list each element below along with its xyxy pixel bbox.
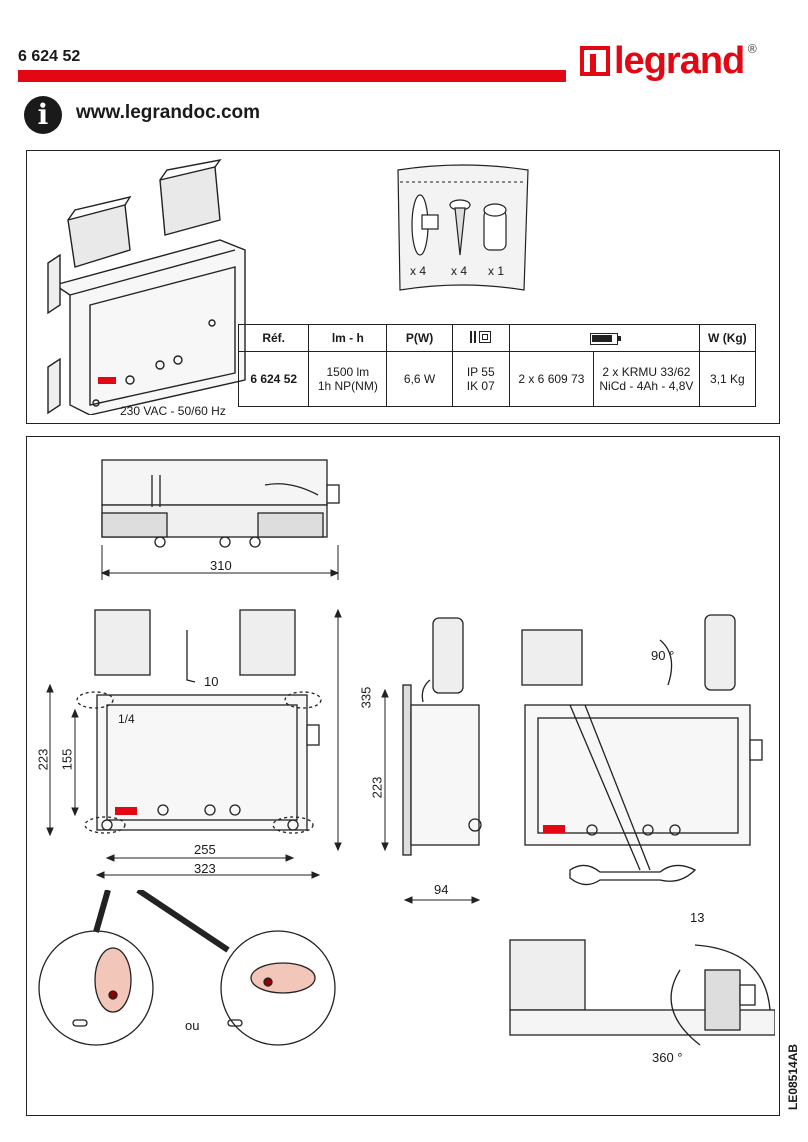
cell-power: 6,6 W (386, 351, 453, 407)
spec-header-row: Réf. lm - h P(W) W (Kg) (237, 324, 757, 352)
lumen-line2: 1h NP(NM) (317, 379, 378, 393)
header-power: P(W) (386, 324, 453, 352)
document-id: LE08514AB (786, 1043, 800, 1110)
dim-height-inner: 155 (59, 748, 75, 771)
or-label: ou (185, 1018, 200, 1033)
logo-wordmark: legrand (614, 40, 745, 82)
dim-height-body: 223 (35, 748, 51, 771)
product-iso-drawing (47, 158, 246, 415)
overview-panel (26, 150, 780, 424)
dim-cable-length: 10 (204, 674, 219, 689)
dim-rotate-full: 360 ° (652, 1050, 683, 1065)
header-lumen: lm - h (308, 324, 388, 352)
voltage-label: 230 VAC - 50/60 Hz (120, 404, 226, 418)
ip-line2: IK 07 (466, 379, 495, 393)
head-rotation-drawing (509, 939, 775, 1046)
header-class-ii (451, 324, 510, 352)
qty-screw: x 4 (451, 264, 468, 278)
battery-icon (590, 332, 622, 345)
cell-ref: 6 624 52 (237, 351, 310, 407)
dim-wrench-size: 13 (690, 910, 705, 925)
cell-battery-qty: 2 x 6 609 73 (508, 351, 595, 407)
website-link[interactable]: www.legrandoc.com (76, 102, 261, 123)
product-reference: 6 624 52 (18, 48, 81, 65)
dim-rotate-angle: 90 ° (651, 648, 675, 663)
lumen-line1: 1500 lm (326, 365, 370, 379)
dim-side-height: 223 (369, 776, 385, 799)
side-view-drawing (381, 617, 482, 904)
cell-weight: 3,1 Kg (698, 351, 757, 407)
battery-line2: NiCd - 4Ah - 4,8V (599, 379, 694, 393)
battery-line1: 2 x KRMU 33/62 (602, 365, 691, 379)
legrand-logo: legrand ® (580, 42, 758, 80)
accessory-bag-drawing (397, 164, 529, 291)
dim-top-width: 310 (210, 558, 232, 573)
legrand-label (98, 377, 116, 384)
legrand-label (543, 825, 565, 833)
dim-width-fix: 255 (194, 842, 216, 857)
header-red-bar (18, 70, 566, 82)
legrand-mark-icon (580, 46, 610, 76)
header-weight: W (Kg) (698, 324, 757, 352)
qty-plug: x 4 (410, 264, 427, 278)
registered-mark: ® (746, 42, 759, 56)
header-battery (508, 324, 700, 352)
spec-table: Réf. lm - h P(W) W (Kg) 6 624 52 1500 lm… (237, 324, 757, 407)
rotate-view-drawing (521, 614, 763, 886)
dim-height-total: 335 (358, 686, 374, 709)
fixing-detail-drawing (38, 890, 336, 1046)
dim-width-total: 323 (194, 861, 216, 876)
info-icon: i (24, 96, 62, 134)
qty-gland: x 1 (488, 264, 505, 278)
front-view-drawing (46, 608, 342, 879)
header-ref: Réf. (237, 324, 310, 352)
class-ii-ip-icon (470, 330, 492, 346)
dimensions-panel (26, 436, 780, 1116)
ip-line1: IP 55 (466, 365, 495, 379)
dim-depth: 94 (434, 882, 449, 897)
top-view-drawing (100, 459, 340, 580)
dim-fix-ratio: 1/4 (118, 712, 135, 726)
legrand-label (115, 807, 137, 815)
